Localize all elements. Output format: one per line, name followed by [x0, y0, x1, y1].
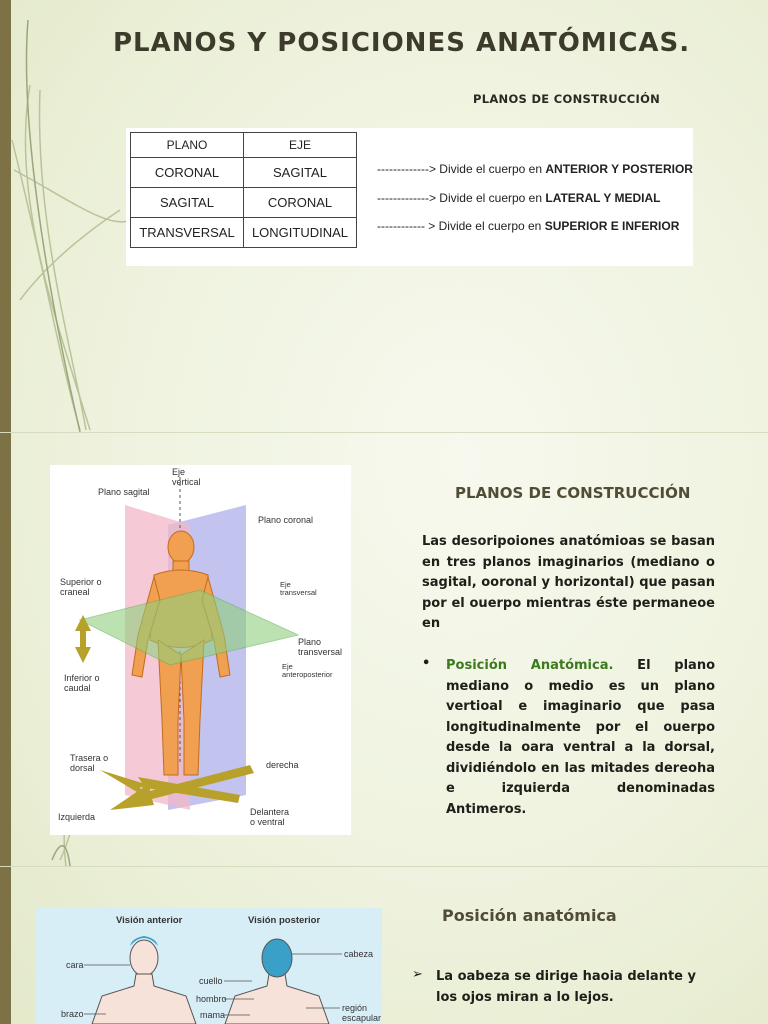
table-row: SAGITAL CORONAL — [130, 187, 357, 218]
table-row: CORONAL SAGITAL — [130, 157, 357, 188]
plane-division-note: -------------> Divide el cuerpo en LATER… — [377, 191, 660, 205]
note-prefix: ------------ > Divide el cuerpo en — [377, 219, 545, 233]
page-title: PLANOS Y POSICIONES ANATÓMICAS. — [113, 28, 691, 58]
highlighted-term: Posición Anatómica. — [446, 658, 614, 673]
planes-table-panel: PLANO EJE CORONAL SAGITAL SAGITAL CORONA… — [126, 128, 693, 266]
head-position-text: La oabeza se dirige haoia delante y los … — [436, 969, 696, 1005]
note-emphasis: SUPERIOR E INFERIOR — [544, 219, 680, 233]
table-cell: CORONAL — [243, 187, 357, 218]
ventral-label: Delantera o ventral — [250, 807, 290, 827]
scapular-region-label: región escapular — [342, 1003, 382, 1023]
table-header-cell: EJE — [243, 132, 357, 158]
section-heading: Posición anatómica — [442, 906, 617, 925]
coronal-plane-label: Plano coronal — [258, 515, 314, 525]
note-prefix: -------------> Divide el cuerpo en — [377, 162, 546, 176]
construction-planes-subtitle: PLANOS DE CONSTRUCCIÓN — [473, 92, 661, 106]
shoulder-label: hombro — [196, 994, 227, 1004]
section-heading: PLANOS DE CONSTRUCCIÓN — [455, 484, 691, 502]
transverse-plane-label: Plano transversal — [298, 637, 343, 657]
bullet-dot-icon: • — [422, 656, 431, 671]
plane-division-note: -------------> Divide el cuerpo en ANTER… — [377, 162, 693, 176]
list-item: • Posición Anatómica. El plano mediano o… — [422, 656, 715, 820]
posterior-view-label: Visión posterior — [248, 915, 321, 926]
sagittal-plane-label: Plano sagital — [98, 487, 150, 497]
slide-divider-1 — [0, 432, 768, 433]
anatomical-planes-figure: Eje vertical Plano sagital Plano coronal… — [50, 465, 351, 835]
table-cell: SAGITAL — [243, 157, 357, 188]
left-label: Izquierda — [58, 812, 96, 822]
note-emphasis: ANTERIOR Y POSTERIOR — [545, 162, 693, 176]
table-cell: LONGITUDINAL — [243, 217, 357, 248]
decorative-leaf-lines — [11, 19, 131, 867]
anatomical-views-figure: Visión anterior Visión posterior cara cu… — [36, 908, 382, 1024]
left-accent-bar — [0, 0, 11, 1024]
superior-label: Superior o craneal — [60, 577, 102, 597]
note-prefix: -------------> Divide el cuerpo en — [377, 191, 546, 205]
slide-divider-2 — [0, 866, 768, 867]
vertical-axis-label: Eje vertical — [172, 467, 201, 487]
table-cell: CORONAL — [130, 157, 244, 188]
plane-division-note: ------------ > Divide el cuerpo en SUPER… — [377, 219, 679, 233]
anterior-view-label: Visión anterior — [116, 915, 183, 926]
bullet-body: El plano mediano o medio es un plano ver… — [446, 658, 715, 817]
arrow-bullet-icon: ➢ — [412, 967, 423, 982]
planes-description: Las desoripoiones anatómioas se basan en… — [422, 534, 715, 631]
breast-label: mama — [200, 1010, 226, 1020]
table-header-row: PLANO EJE — [130, 132, 357, 158]
planes-axes-table: PLANO EJE CORONAL SAGITAL SAGITAL CORONA… — [130, 132, 357, 248]
body-planes-illustration — [75, 477, 300, 810]
dorsal-label: Trasera o dorsal — [70, 753, 109, 773]
inferior-label: Inferior o caudal — [64, 673, 100, 693]
list-item: ➢ La oabeza se dirige haoia delante y lo… — [412, 967, 715, 1008]
table-cell: SAGITAL — [130, 187, 244, 218]
arm-label: brazo — [61, 1009, 84, 1019]
anteroposterior-axis-label: Eje anteroposterior — [282, 662, 333, 679]
transverse-axis-label: Eje transversal — [280, 580, 317, 597]
anatomical-position-text: Posición Anatómica. El plano mediano o m… — [446, 656, 715, 820]
table-header-cell: PLANO — [130, 132, 244, 158]
face-label: cara — [66, 960, 84, 970]
head-label: cabeza — [344, 949, 374, 959]
table-cell: TRANSVERSAL — [130, 217, 244, 248]
neck-label: cuello — [199, 976, 223, 986]
right-label: derecha — [266, 760, 299, 770]
table-row: TRANSVERSAL LONGITUDINAL — [130, 217, 357, 248]
note-emphasis: LATERAL Y MEDIAL — [545, 191, 661, 205]
body-views-illustration — [84, 936, 342, 1024]
